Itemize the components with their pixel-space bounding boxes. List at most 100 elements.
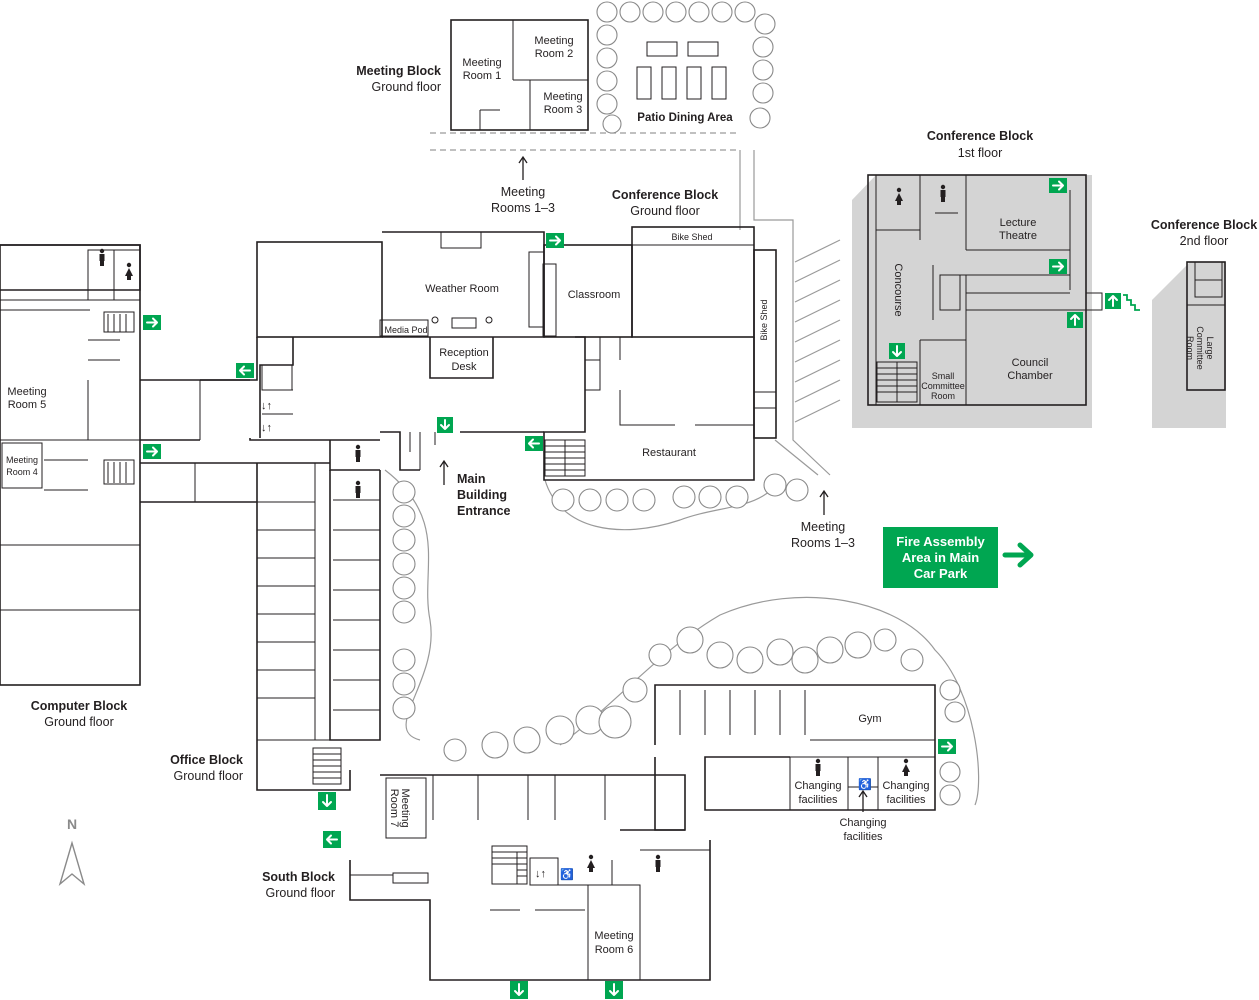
south-block-title: South Block <box>262 870 335 884</box>
stairs-icon <box>876 361 918 403</box>
bike-shed-label: Bike Shed <box>671 232 712 242</box>
concourse-label: Concourse <box>892 263 904 316</box>
bike-shed-label: Bike Shed <box>759 299 769 340</box>
lift-icon: ↓↑ <box>261 422 272 434</box>
changing-left-label: facilities <box>798 794 838 806</box>
gym-label: Gym <box>858 713 881 725</box>
male-toilet-icon <box>99 248 105 266</box>
conference-1st-floor-label: 1st floor <box>958 146 1002 160</box>
office-block-title: Office Block <box>170 753 243 767</box>
meeting-rooms-direction: Rooms 1–3 <box>791 536 855 550</box>
patio-label: Patio Dining Area <box>637 112 733 124</box>
changing-left-label: Changing <box>794 780 841 792</box>
female-toilet-icon <box>125 262 133 280</box>
conference-1st-title: Conference Block <box>927 129 1033 143</box>
parking-hatch <box>794 239 841 423</box>
footpaths <box>384 132 980 806</box>
meeting-room-5-label: Room 5 <box>8 399 47 411</box>
council-chamber-label: Chamber <box>1007 370 1053 382</box>
fire-exit-icon <box>1049 259 1067 274</box>
weather-room-label: Weather Room <box>425 283 499 295</box>
lift-icon: ↓↑ <box>261 400 272 412</box>
main-building-walls <box>200 226 777 481</box>
male-toilet-icon <box>655 854 661 872</box>
south-block-walls <box>349 684 936 981</box>
conference-2nd-floor-label: 2nd floor <box>1180 234 1229 248</box>
fire-exit-icon <box>938 739 956 754</box>
male-toilet-icon <box>940 184 946 202</box>
meeting-rooms-direction: Meeting <box>501 185 546 199</box>
fire-exit-icon <box>1067 312 1083 328</box>
meeting-block-title: Meeting Block <box>356 64 441 78</box>
accessible-toilet-icon: ♿ <box>560 868 574 881</box>
fire-assembly-text: Fire Assembly Area in Main Car Park <box>896 533 985 581</box>
meeting-rooms-direction: Meeting <box>801 520 846 534</box>
main-entrance-label: Main <box>457 472 485 486</box>
conference-2nd-floor <box>1152 261 1226 428</box>
exit-stairs-icon <box>1123 294 1140 311</box>
patio-tables <box>636 41 727 100</box>
assembly-arrow-icon <box>1002 542 1034 568</box>
trees <box>392 1 966 806</box>
direction-arrow-icon <box>439 155 868 812</box>
meeting-block-floor: Ground floor <box>372 80 441 94</box>
south-block-floor: Ground floor <box>266 886 335 900</box>
restaurant-label: Restaurant <box>642 447 696 459</box>
computer-block-floor: Ground floor <box>44 715 113 729</box>
large-committee-label: Committee <box>1195 326 1205 370</box>
fire-exit-icon <box>143 315 161 330</box>
meeting-room-5-label: Meeting <box>7 386 46 398</box>
main-entrance-label: Entrance <box>457 504 511 518</box>
fire-exit-icon <box>546 233 564 248</box>
meeting-room-2-label: Meeting <box>534 35 573 47</box>
meeting-block-walls <box>450 19 589 131</box>
small-committee-label: Small <box>932 371 955 381</box>
stairs-icon <box>544 439 586 477</box>
large-committee-label: Large <box>1205 336 1215 359</box>
conference-2nd-title: Conference Block <box>1151 218 1257 232</box>
meeting-room-7-label: Meeting <box>399 788 411 827</box>
classroom-label: Classroom <box>568 289 621 301</box>
meeting-room-4-label: Meeting <box>6 455 38 465</box>
fire-exit-icon <box>510 981 528 999</box>
main-entrance-label: Building <box>457 488 507 502</box>
reception-label: Reception <box>439 347 489 359</box>
fire-exit-icon <box>605 981 623 999</box>
meeting-room-4-label: Room 4 <box>6 467 38 477</box>
conference-ground-floor: Ground floor <box>630 204 699 218</box>
stairs-icon <box>312 747 342 785</box>
conference-1st-floor <box>852 174 1103 428</box>
accessible-toilet-icon: ♿ <box>858 778 872 791</box>
stairs-icon <box>107 314 127 483</box>
small-committee-label: Committee <box>921 381 965 391</box>
fire-exit-icon <box>318 792 336 810</box>
changing-right-label: Changing <box>882 780 929 792</box>
changing-center-label: Changing <box>839 817 886 829</box>
media-pod-label: Media Pod <box>384 325 427 335</box>
fire-exit-icon <box>1049 178 1067 193</box>
fire-assembly-sign: Fire Assembly Area in Main Car Park <box>883 527 998 588</box>
fire-exit-icon <box>525 436 543 451</box>
male-toilet-icon <box>355 444 361 462</box>
meeting-room-3-label: Room 3 <box>544 104 583 116</box>
changing-right-label: facilities <box>886 794 926 806</box>
meeting-room-7-label: Room 7 <box>388 789 400 828</box>
north-arrow-icon: N <box>58 816 86 887</box>
meeting-rooms-direction: Rooms 1–3 <box>491 201 555 215</box>
meeting-room-3-label: Meeting <box>543 91 582 103</box>
council-chamber-label: Council <box>1012 357 1049 369</box>
male-toilet-icon <box>355 480 361 498</box>
male-toilet-icon <box>815 758 821 776</box>
meeting-room-2-label: Room 2 <box>535 48 574 60</box>
conference-ground-title: Conference Block <box>612 188 718 202</box>
small-committee-label: Room <box>931 391 955 401</box>
office-block-floor: Ground floor <box>174 769 243 783</box>
lift-icon: ↓↑ <box>535 868 546 880</box>
meeting-room-6-label: Meeting <box>594 930 633 942</box>
large-committee-label: Room <box>1185 336 1195 360</box>
fire-exit-icon <box>889 343 905 359</box>
fire-exit-icon <box>143 444 161 459</box>
lecture-theatre-label: Lecture <box>1000 217 1037 229</box>
female-toilet-icon <box>902 758 910 776</box>
